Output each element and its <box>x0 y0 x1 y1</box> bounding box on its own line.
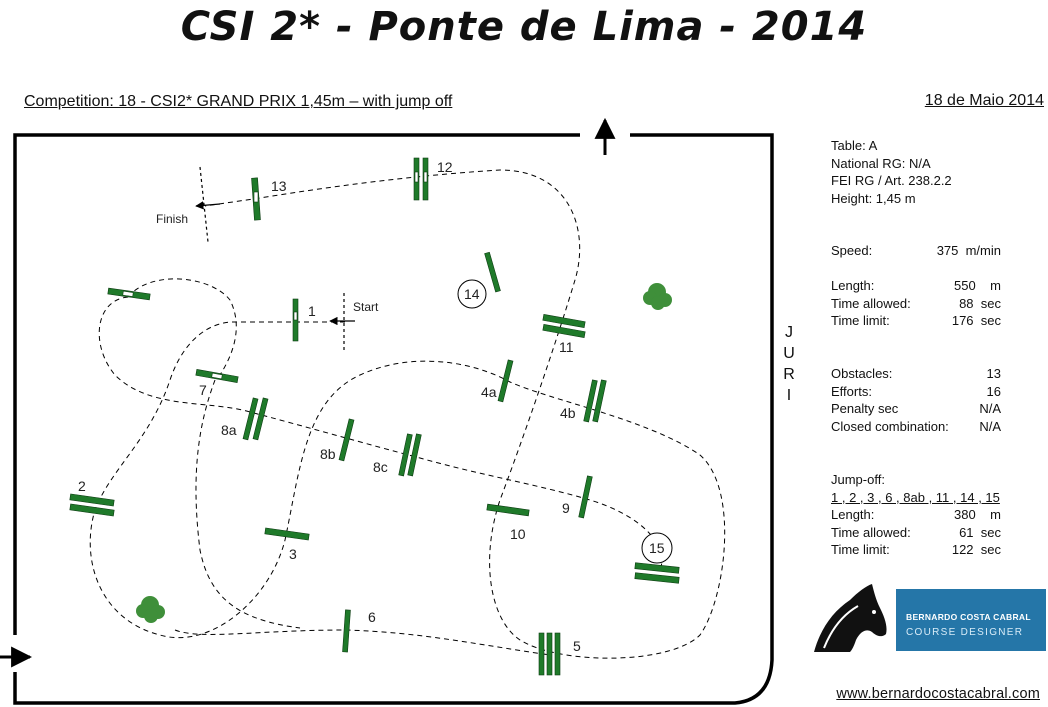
obstacle-10 <box>486 503 530 517</box>
label-7: 7 <box>199 382 207 398</box>
label-6: 6 <box>368 609 376 625</box>
obstacle-11 <box>542 314 586 338</box>
label-4b: 4b <box>560 405 576 421</box>
obstacle-8c <box>398 433 422 477</box>
label-15: 15 <box>649 540 665 556</box>
label-5: 5 <box>573 638 581 654</box>
tree-icon <box>643 283 672 310</box>
label-8c: 8c <box>373 459 388 475</box>
obstacle-15 <box>634 562 680 584</box>
label-11: 11 <box>559 339 574 355</box>
label-10: 10 <box>510 526 526 542</box>
label-3: 3 <box>289 546 297 562</box>
obstacle-3 <box>264 527 310 541</box>
horse-head-icon <box>814 584 887 652</box>
label-12: 12 <box>437 159 453 175</box>
start-label: Start <box>353 300 379 314</box>
course-track-loop2 <box>127 278 237 379</box>
label-8b: 8b <box>320 446 336 462</box>
obstacle-1 <box>292 298 299 342</box>
obstacle-8a <box>242 397 269 441</box>
info-speed: Speed:375 m/min <box>831 243 1001 258</box>
obstacles <box>69 157 680 676</box>
obstacle-14 <box>484 251 501 293</box>
website-link[interactable]: www.bernardocostacabral.com <box>836 686 1040 702</box>
label-4a: 4a <box>481 384 497 400</box>
competition-heading: Competition: 18 - CSI2* GRAND PRIX 1,45m… <box>24 93 453 110</box>
jumpoff-circle-15 <box>641 532 673 564</box>
event-date: 18 de Maio 2014 <box>924 92 1044 109</box>
label-13: 13 <box>271 178 287 194</box>
tree-icon <box>136 596 165 623</box>
obstacle-5 <box>538 632 561 676</box>
obstacle-4b <box>583 379 607 423</box>
obstacle-2 <box>69 493 115 517</box>
label-9: 9 <box>562 500 570 516</box>
page-title: CSI 2* - Ponte de Lima - 2014 <box>180 4 868 50</box>
info-block-times: Length:550 m Time allowed:88 sec Time li… <box>831 278 1001 329</box>
obstacle-12 <box>413 157 429 201</box>
label-2: 2 <box>78 478 86 494</box>
finish-line <box>199 166 209 243</box>
obstacle-loop <box>107 287 151 301</box>
finish-label: Finish <box>156 212 188 226</box>
label-14: 14 <box>464 286 480 302</box>
obstacle-13 <box>251 177 261 221</box>
info-block-rules: Table: A National RG: N/A FEI RG / Art. … <box>831 138 952 206</box>
designer-logo: BERNARDO COSTA CABRAL COURSE DESIGNER <box>810 582 1046 654</box>
course-track <box>89 169 726 659</box>
obstacle-7 <box>195 369 239 383</box>
label-1: 1 <box>308 303 316 319</box>
obstacle-9 <box>578 475 593 519</box>
obstacle-6 <box>342 609 351 653</box>
label-8a: 8a <box>221 422 237 438</box>
arena-boundary <box>13 133 774 705</box>
finish-arrow <box>195 201 221 210</box>
obstacle-8b <box>338 418 355 462</box>
info-block-jumpoff: Jump-off: 1 , 2 , 3 , 6 , 8ab , 11 , 14 … <box>831 472 1001 558</box>
jumpoff-circle-14 <box>457 279 487 309</box>
course-track-lower <box>174 379 551 656</box>
course-track-loop <box>98 296 663 571</box>
obstacle-4a <box>497 359 514 403</box>
